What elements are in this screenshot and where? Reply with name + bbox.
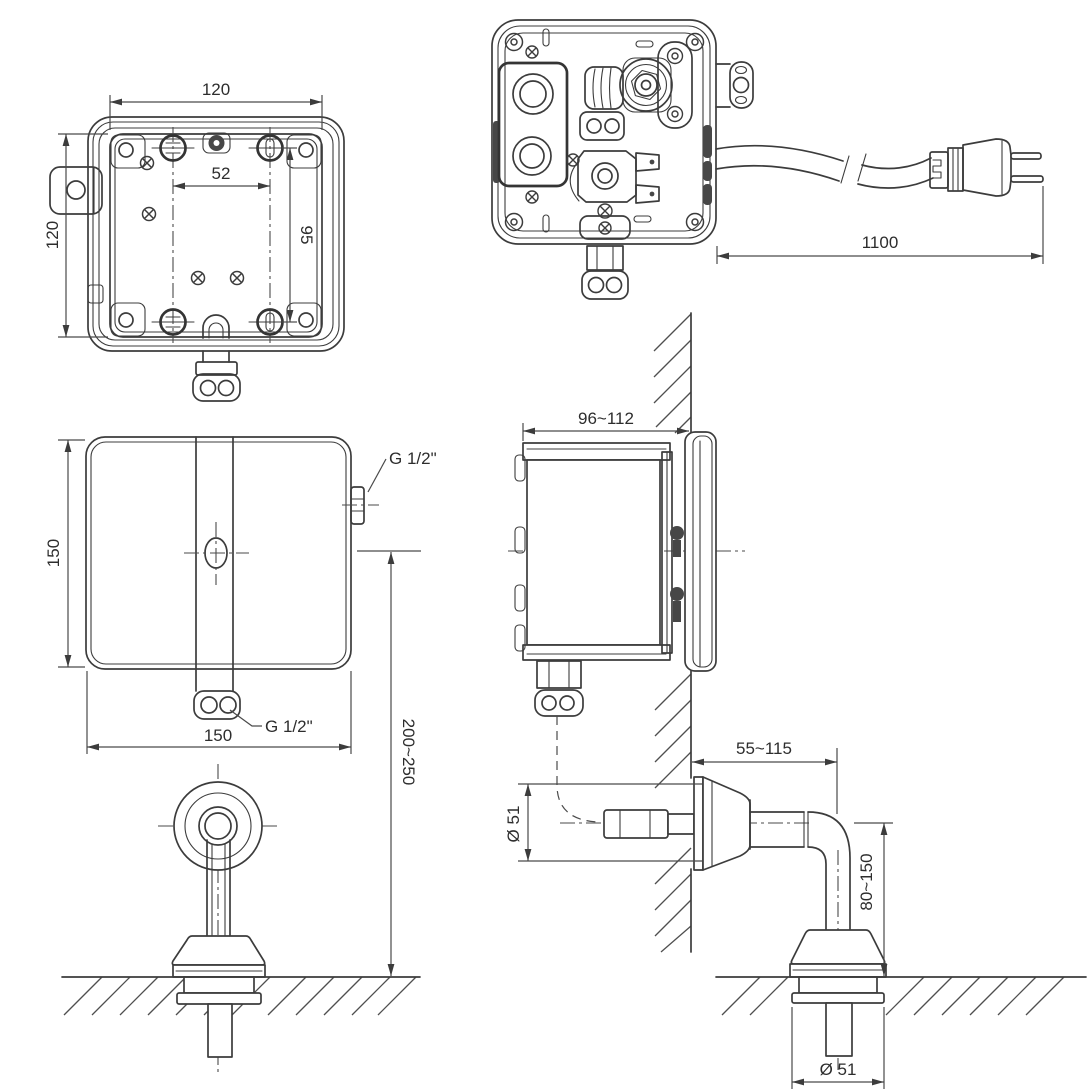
depth-dimension: 96~112 bbox=[522, 409, 689, 441]
supply-connection bbox=[603, 809, 695, 839]
dim-hole-spacing-h: 52 bbox=[212, 164, 231, 183]
actuator-block bbox=[579, 66, 625, 141]
floor-hatching bbox=[63, 976, 417, 1016]
leader-side-thread bbox=[367, 458, 387, 493]
dim-flange-diameter: Ø 51 bbox=[504, 806, 523, 843]
spade-terminal bbox=[635, 184, 660, 204]
cable-arch bbox=[202, 314, 230, 339]
box-shell-inner-line bbox=[92, 121, 340, 347]
top-screw-tab bbox=[202, 132, 231, 154]
wall-escutcheon bbox=[693, 776, 751, 871]
box-shell-step-line bbox=[98, 127, 334, 341]
leader-bottom-thread bbox=[229, 709, 262, 727]
box-side bbox=[514, 442, 684, 661]
front-dimensions: 150 150 200~250 bbox=[44, 439, 421, 976]
plug-prong bbox=[1010, 175, 1044, 183]
spout-dimensions: 55~115 Ø 51 80~150 Ø 51 bbox=[504, 739, 893, 1089]
front-bottom-bracket bbox=[193, 690, 241, 720]
supply-routing-dashed bbox=[556, 716, 599, 823]
view-back-panel: 120 120 52 95 bbox=[43, 80, 345, 402]
dim-hole-spacing-v: 95 bbox=[297, 226, 316, 245]
dim-install-height: 200~250 bbox=[399, 719, 418, 786]
dim-front-height: 150 bbox=[44, 539, 63, 567]
back-dimensions: 120 120 52 95 bbox=[43, 80, 323, 338]
wall-hatching-bottom bbox=[654, 673, 692, 953]
power-cord bbox=[715, 144, 934, 189]
label-side-thread: G 1/2" bbox=[389, 449, 437, 468]
dim-back-width: 120 bbox=[202, 80, 230, 99]
base-escutcheon-side bbox=[789, 929, 887, 1057]
plug-prong bbox=[1010, 152, 1042, 160]
box-outline bbox=[491, 19, 717, 245]
dim-base-diameter: Ø 51 bbox=[820, 1060, 857, 1079]
spout-flange-front bbox=[173, 781, 263, 871]
dim-wall-offset: 55~115 bbox=[736, 739, 792, 758]
front-box-outline bbox=[85, 436, 352, 670]
view-front-panel: G 1/2" G 1/2" 150 150 200~250 bbox=[44, 436, 437, 976]
dim-cord-length: 1100 bbox=[862, 233, 899, 252]
base-escutcheon-front bbox=[171, 935, 266, 1058]
cord-break-marks bbox=[840, 153, 867, 184]
bottom-bracket bbox=[192, 350, 241, 402]
spout-pipe-front bbox=[206, 839, 231, 937]
label-bottom-thread: G 1/2" bbox=[265, 717, 313, 736]
dim-recess-depth: 96~112 bbox=[578, 409, 634, 428]
cover-plate-side bbox=[684, 431, 717, 672]
vent-slots bbox=[542, 28, 654, 233]
spout-elbow bbox=[749, 811, 851, 931]
pilot-valve bbox=[619, 41, 693, 129]
spade-terminal bbox=[635, 152, 660, 172]
solenoid-valve bbox=[566, 150, 660, 219]
dim-back-height: 120 bbox=[43, 221, 62, 249]
bottom-fitting bbox=[579, 215, 631, 300]
box-back-panel bbox=[109, 133, 323, 338]
wall-hatching-top bbox=[653, 313, 692, 434]
right-grommets bbox=[703, 125, 712, 205]
corner-screws bbox=[504, 32, 705, 232]
side-clip bbox=[49, 166, 104, 304]
panel-screws bbox=[139, 155, 245, 286]
corner-screw-tabs bbox=[110, 134, 322, 337]
dim-front-width: 150 bbox=[204, 726, 232, 745]
view-internal: 1100 bbox=[491, 19, 1044, 300]
cord-dimension: 1100 bbox=[716, 186, 1044, 264]
counter-hatching bbox=[721, 976, 1065, 1016]
box-bottom-fitting-side bbox=[534, 660, 584, 717]
view-spout-side: 55~115 Ø 51 80~150 Ø 51 bbox=[504, 739, 1087, 1089]
power-plug bbox=[929, 138, 1044, 197]
view-side-installed: 96~112 bbox=[508, 312, 745, 953]
port-block bbox=[497, 45, 569, 204]
side-port bbox=[342, 486, 379, 525]
box-outer-shell bbox=[87, 116, 345, 352]
view-spout-front bbox=[61, 764, 421, 1072]
right-lug bbox=[715, 61, 754, 109]
dim-height-range: 80~150 bbox=[857, 853, 876, 910]
